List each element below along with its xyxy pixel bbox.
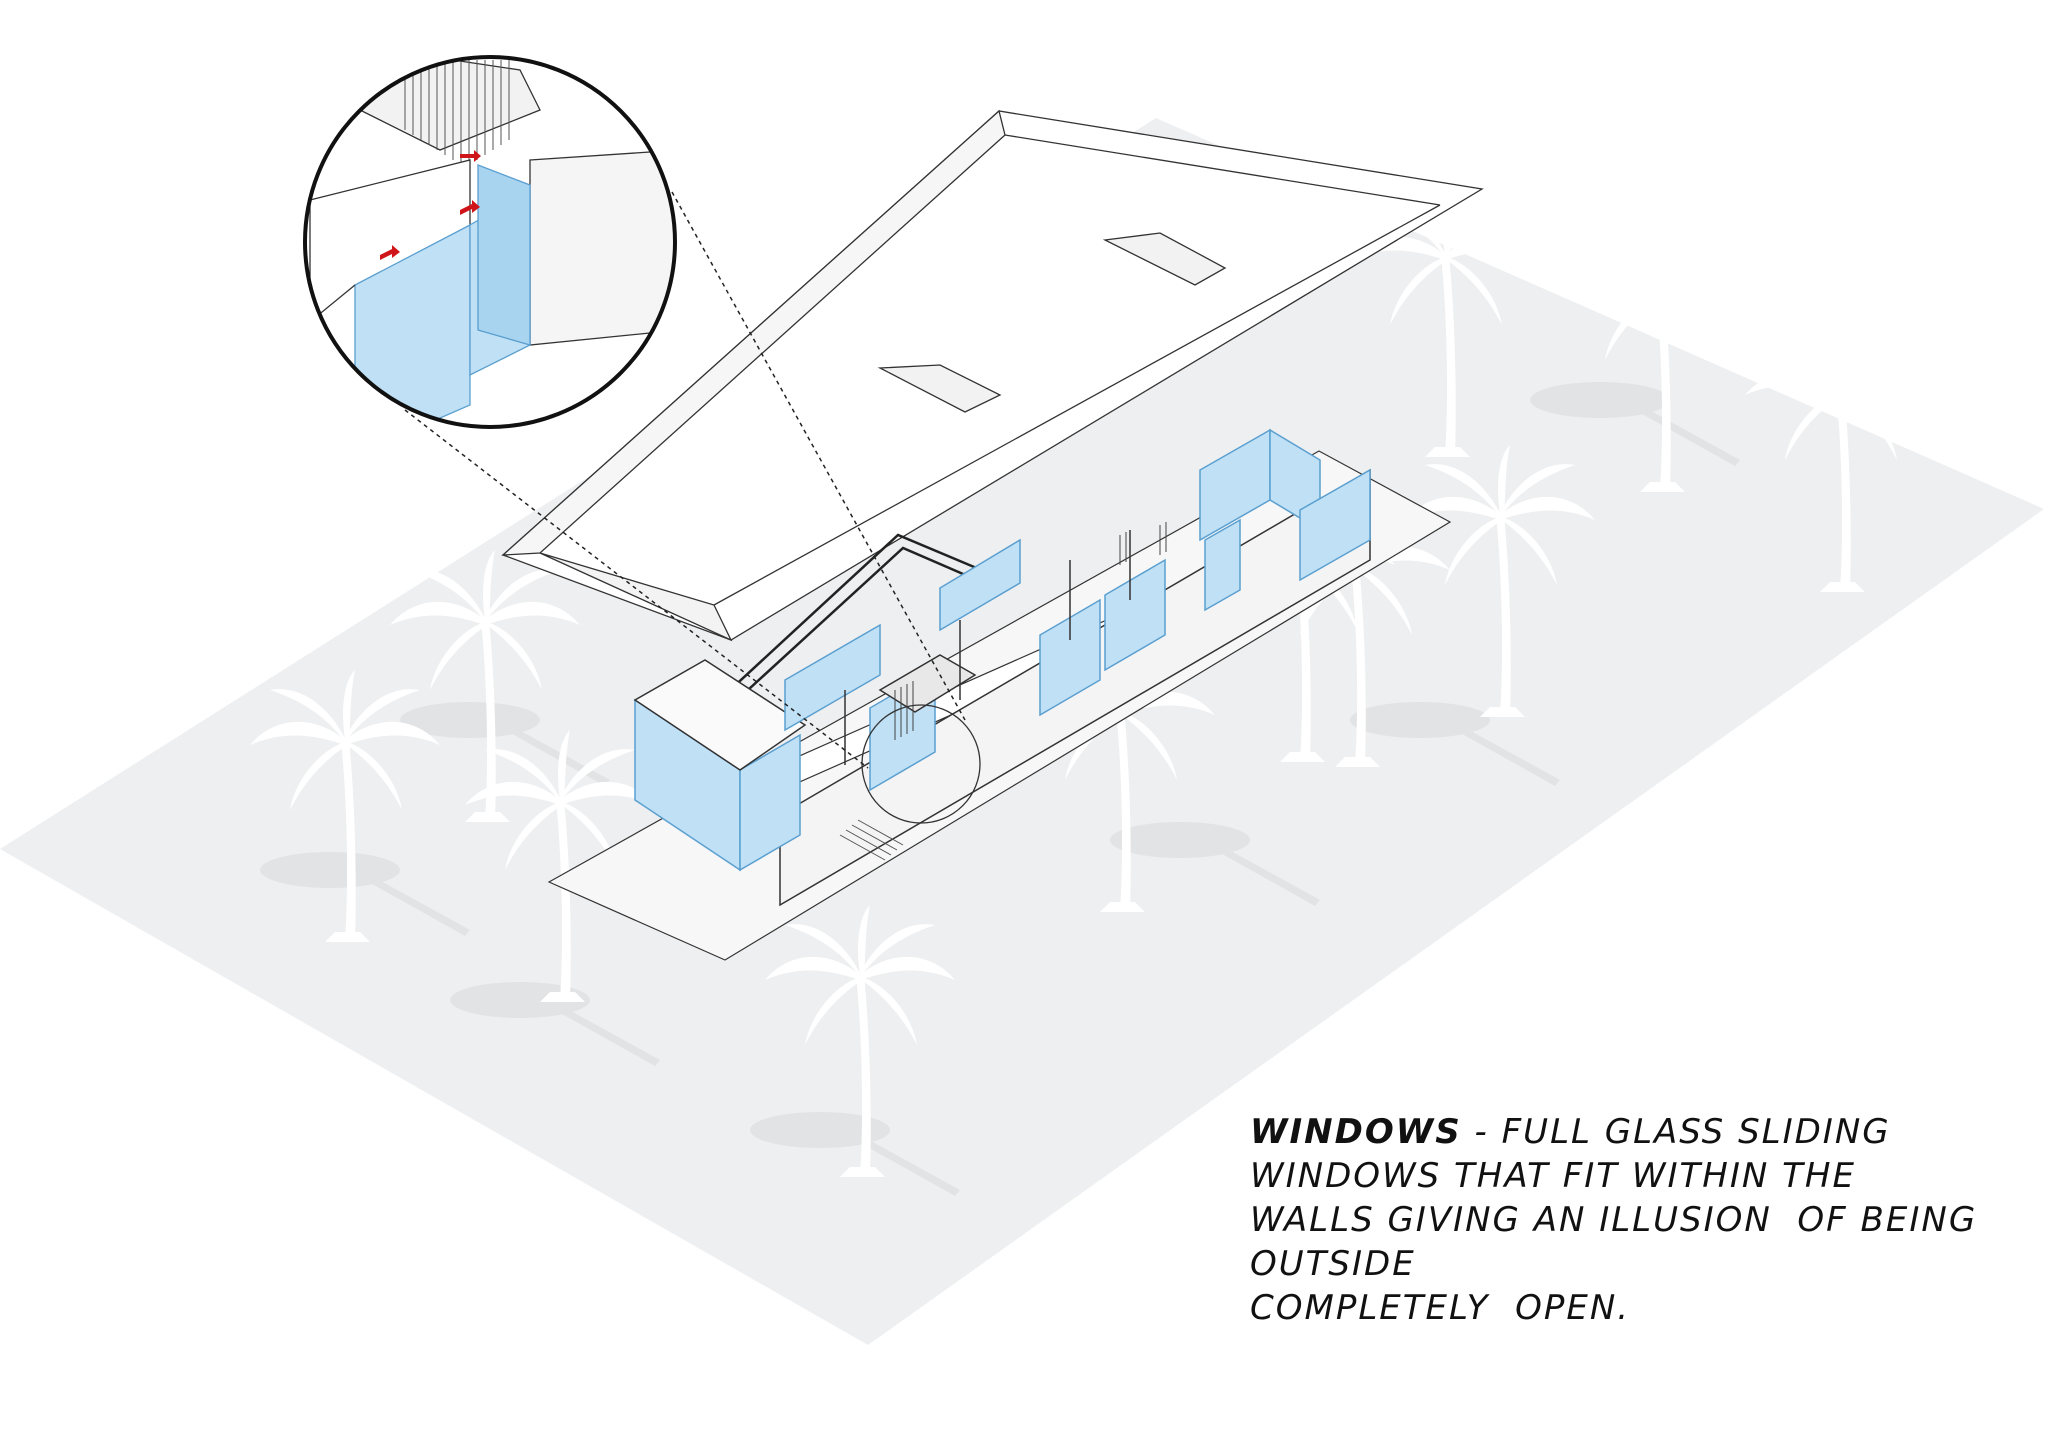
roof (501, 109, 1484, 642)
glass-panel (739, 733, 801, 872)
callout-circle-large (303, 55, 677, 429)
caption: WINDOWS - FULL GLASS SLIDING WINDOWS THA… (1250, 1110, 2030, 1330)
glass-panel (1039, 598, 1101, 717)
slide-arrow-icon (460, 200, 480, 215)
caption-line-2: WALLS GIVING AN ILLUSION OF BEING OUTSID… (1250, 1200, 1990, 1284)
glass-panel (1104, 558, 1166, 672)
caption-line-3: COMPLETELY OPEN. (1250, 1288, 1631, 1328)
detail-lens (303, 55, 677, 429)
slide-arrow-icon (460, 150, 481, 162)
caption-line-1: FULL GLASS SLIDING WINDOWS THAT FIT WITH… (1250, 1112, 1891, 1196)
building (633, 428, 1371, 907)
slide-arrow-icon (380, 245, 400, 260)
caption-separator: - (1461, 1112, 1502, 1152)
caption-line-1-row: WINDOWS - FULL GLASS SLIDING WINDOWS THA… (1250, 1110, 2030, 1198)
glass-panel (1299, 468, 1371, 582)
glass-panel (939, 538, 1021, 632)
glass-panel (784, 623, 881, 732)
glass-panel (1204, 518, 1241, 612)
leader-lines (404, 191, 966, 769)
caption-title: WINDOWS (1250, 1112, 1462, 1152)
glass-panel (477, 164, 531, 346)
